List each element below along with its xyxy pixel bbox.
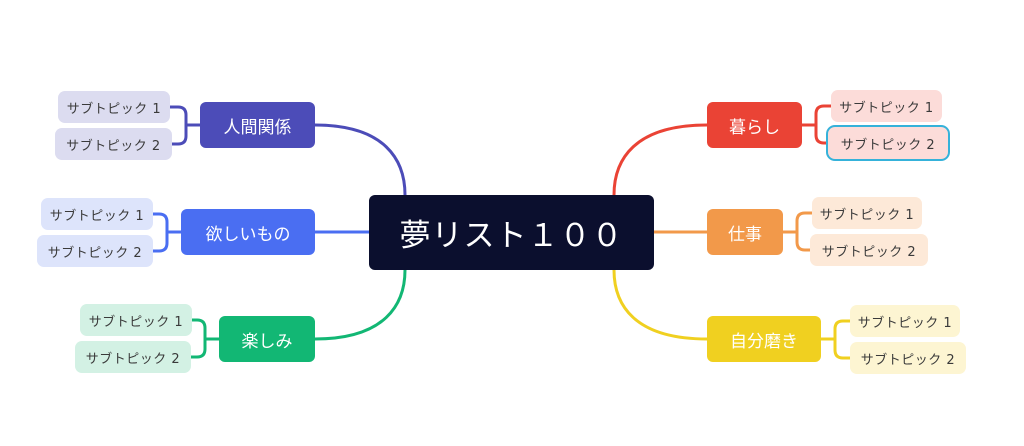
subtopic-work-2[interactable]: サブトピック 2 <box>810 234 928 266</box>
subtopic-self-improvement-2[interactable]: サブトピック 2 <box>850 342 966 374</box>
subtopic-living-2[interactable]: サブトピック 2 <box>828 127 948 159</box>
link-central-to-main-topic-living <box>612 123 709 197</box>
main-topic-wants[interactable]: 欲しいもの <box>181 209 315 255</box>
link-subtopic-living-1 <box>800 104 833 127</box>
main-topic-relationships[interactable]: 人間関係 <box>200 102 315 148</box>
main-topic-fun[interactable]: 楽しみ <box>219 316 315 362</box>
link-subtopic-self-improvement-2 <box>819 337 852 360</box>
main-topic-work[interactable]: 仕事 <box>707 209 783 255</box>
link-subtopic-living-2 <box>800 123 830 145</box>
link-subtopic-self-improvement-1 <box>819 319 852 341</box>
subtopic-wants-1[interactable]: サブトピック 1 <box>41 198 153 230</box>
subtopic-relationships-2[interactable]: サブトピック 2 <box>55 128 172 160</box>
link-central-to-main-topic-relationships <box>313 123 407 197</box>
link-central-to-main-topic-self-improvement <box>612 268 709 341</box>
link-subtopic-relationships-2 <box>170 123 202 146</box>
main-topic-living[interactable]: 暮らし <box>707 102 802 148</box>
link-subtopic-wants-1 <box>151 212 183 234</box>
link-subtopic-wants-2 <box>151 230 183 253</box>
link-subtopic-fun-1 <box>190 318 221 341</box>
main-topic-self-improvement[interactable]: 自分磨き <box>707 316 821 362</box>
subtopic-work-1[interactable]: サブトピック 1 <box>812 197 922 229</box>
subtopic-fun-2[interactable]: サブトピック 2 <box>75 341 191 373</box>
subtopic-wants-2[interactable]: サブトピック 2 <box>37 235 153 267</box>
subtopic-living-1[interactable]: サブトピック 1 <box>831 90 942 122</box>
link-subtopic-work-1 <box>781 211 814 234</box>
link-subtopic-work-2 <box>781 230 812 252</box>
subtopic-self-improvement-1[interactable]: サブトピック 1 <box>850 305 960 337</box>
link-subtopic-relationships-1 <box>168 105 202 127</box>
central-topic[interactable]: 夢リスト１００ <box>369 195 654 270</box>
subtopic-relationships-1[interactable]: サブトピック 1 <box>58 91 170 123</box>
subtopic-fun-1[interactable]: サブトピック 1 <box>80 304 192 336</box>
link-central-to-main-topic-fun <box>313 268 407 341</box>
link-subtopic-fun-2 <box>189 337 221 359</box>
